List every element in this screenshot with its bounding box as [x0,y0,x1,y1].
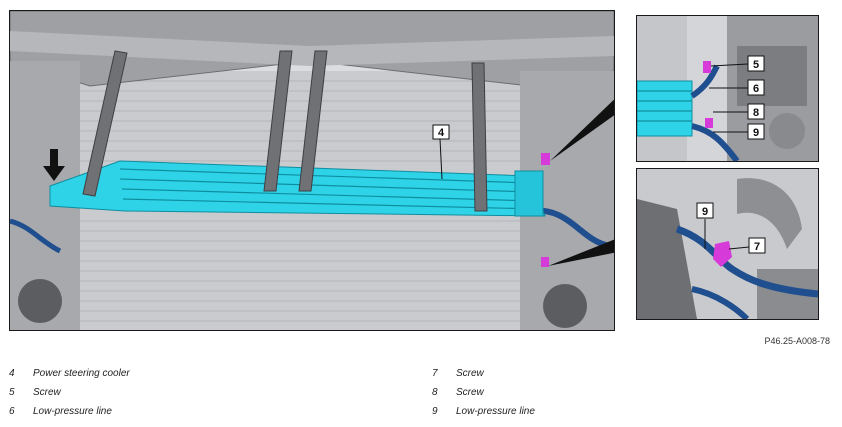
legend-number: 8 [432,387,438,398]
legend-number: 6 [9,406,15,417]
legend-text: Screw [456,387,484,398]
legend-item: 4 Power steering cooler [9,368,130,379]
legend-item: 5 Screw [9,387,61,398]
callout-7: 7 [754,241,760,253]
figure-reference: P46.25-A008-78 [764,336,830,346]
legend-item: 7 Screw [432,368,484,379]
screw-marker [541,257,549,267]
legend-item: 6 Low-pressure line [9,406,112,417]
legend-text: Screw [33,387,61,398]
detail-bottom-drawing: 9 7 [637,169,818,319]
legend-number: 4 [9,368,15,379]
callout-4: 4 [438,127,445,139]
screw-marker [541,153,550,165]
main-illustration: 4 [9,10,615,331]
legend-text: Screw [456,368,484,379]
detail-view-bottom: 9 7 [636,168,819,320]
detail-top-drawing: 5 6 8 9 [637,16,818,161]
main-illustration-drawing: 4 [10,11,614,330]
direction-arrow-icon [43,149,65,181]
power-steering-cooler [49,160,546,217]
legend-item: 8 Screw [432,387,484,398]
detail-view-top: 5 6 8 9 [636,15,819,162]
legend-text: Low-pressure line [456,406,535,417]
legend-item: 9 Low-pressure line [432,406,535,417]
legend-text: Power steering cooler [33,368,130,379]
callout-6: 6 [753,83,759,95]
callout-5: 5 [753,59,759,71]
callout-9: 9 [753,127,759,139]
callout-9-bottom: 9 [702,206,708,218]
legend-text: Low-pressure line [33,406,112,417]
legend-number: 5 [9,387,15,398]
legend-number: 7 [432,368,438,379]
legend-number: 9 [432,406,438,417]
callout-8: 8 [753,107,759,119]
